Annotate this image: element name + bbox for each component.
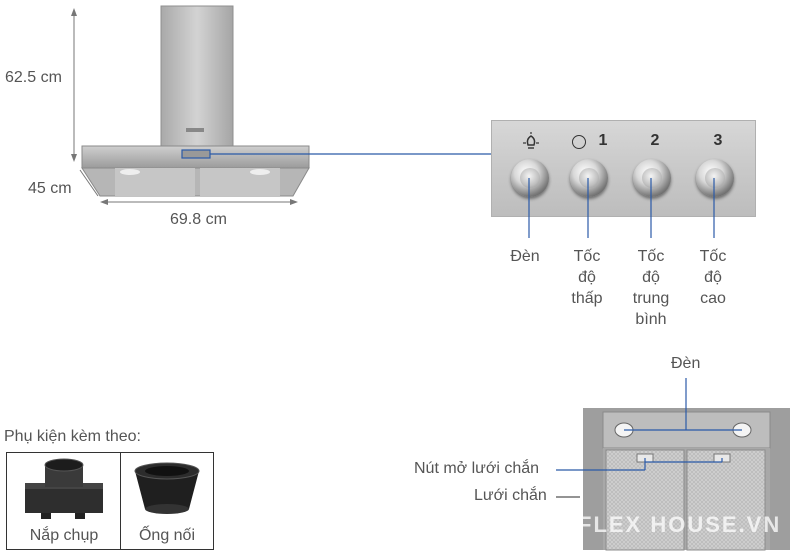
label-high-speed: Tốc độ cao bbox=[699, 248, 727, 307]
speed-1-symbol: 1 bbox=[598, 132, 608, 149]
filter-label: Lưới chắn bbox=[474, 487, 547, 504]
hood-diagram bbox=[71, 5, 310, 205]
label-medium-speed: Tốc độ trung bình bbox=[632, 248, 670, 328]
connector-image bbox=[134, 462, 200, 514]
knob-speed-1[interactable] bbox=[570, 159, 608, 197]
speed-3-symbol: 3 bbox=[713, 132, 723, 149]
cap-image bbox=[25, 458, 103, 519]
label-low-speed: Tốc độ thấp bbox=[571, 248, 603, 307]
accessory-cap-label: Nắp chụp bbox=[29, 527, 99, 544]
hood-chimney bbox=[160, 5, 234, 147]
dimension-width: 69.8 cm bbox=[170, 211, 227, 228]
knob-speed-3[interactable] bbox=[696, 159, 734, 197]
speed-2-symbol: 2 bbox=[650, 132, 660, 149]
accessory-connector-label: Ống nối bbox=[138, 527, 196, 544]
watermark: FLEX HOUSE.VN bbox=[578, 512, 782, 537]
knob-speed-2[interactable] bbox=[633, 159, 671, 197]
accessory-cap-box: Nắp chụp bbox=[6, 452, 122, 550]
control-panel: 1 2 3 bbox=[491, 120, 756, 217]
accessory-connector-box: Ống nối bbox=[120, 452, 214, 550]
knob-light[interactable] bbox=[511, 159, 549, 197]
accessories-title: Phụ kiện kèm theo: bbox=[4, 428, 141, 445]
label-light: Đèn bbox=[510, 248, 540, 265]
underside-light-label: Đèn bbox=[671, 355, 701, 372]
filter-right bbox=[686, 449, 766, 551]
off-circle-icon bbox=[572, 135, 586, 149]
filter-button-label: Nút mở lưới chắn bbox=[414, 460, 540, 477]
dimension-depth: 45 cm bbox=[28, 180, 72, 197]
dimension-height: 62.5 cm bbox=[5, 69, 62, 86]
light-icon bbox=[523, 132, 539, 149]
